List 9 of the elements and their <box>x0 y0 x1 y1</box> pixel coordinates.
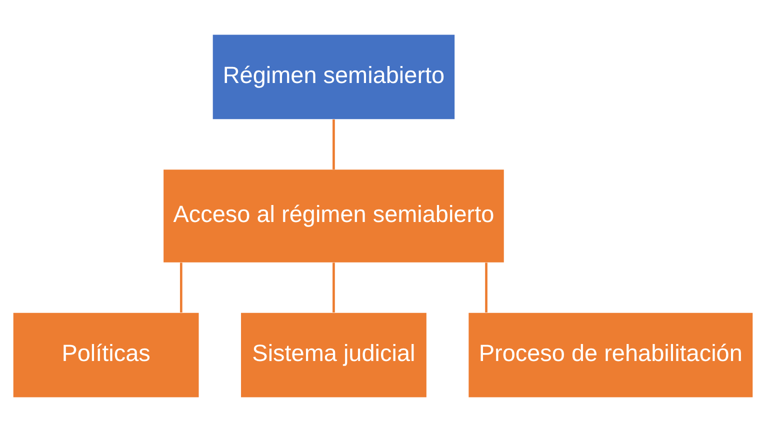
node-box: Políticas <box>13 312 199 398</box>
node-box: Sistema judicial <box>241 312 426 398</box>
node-box: Proceso de rehabilitación <box>468 312 753 398</box>
node-box: Régimen semiabierto <box>212 34 455 120</box>
connector <box>332 119 335 170</box>
connector <box>180 262 182 312</box>
node-box: Acceso al régimen semiabierto <box>164 170 504 262</box>
connector <box>332 262 335 312</box>
connector <box>485 262 488 312</box>
